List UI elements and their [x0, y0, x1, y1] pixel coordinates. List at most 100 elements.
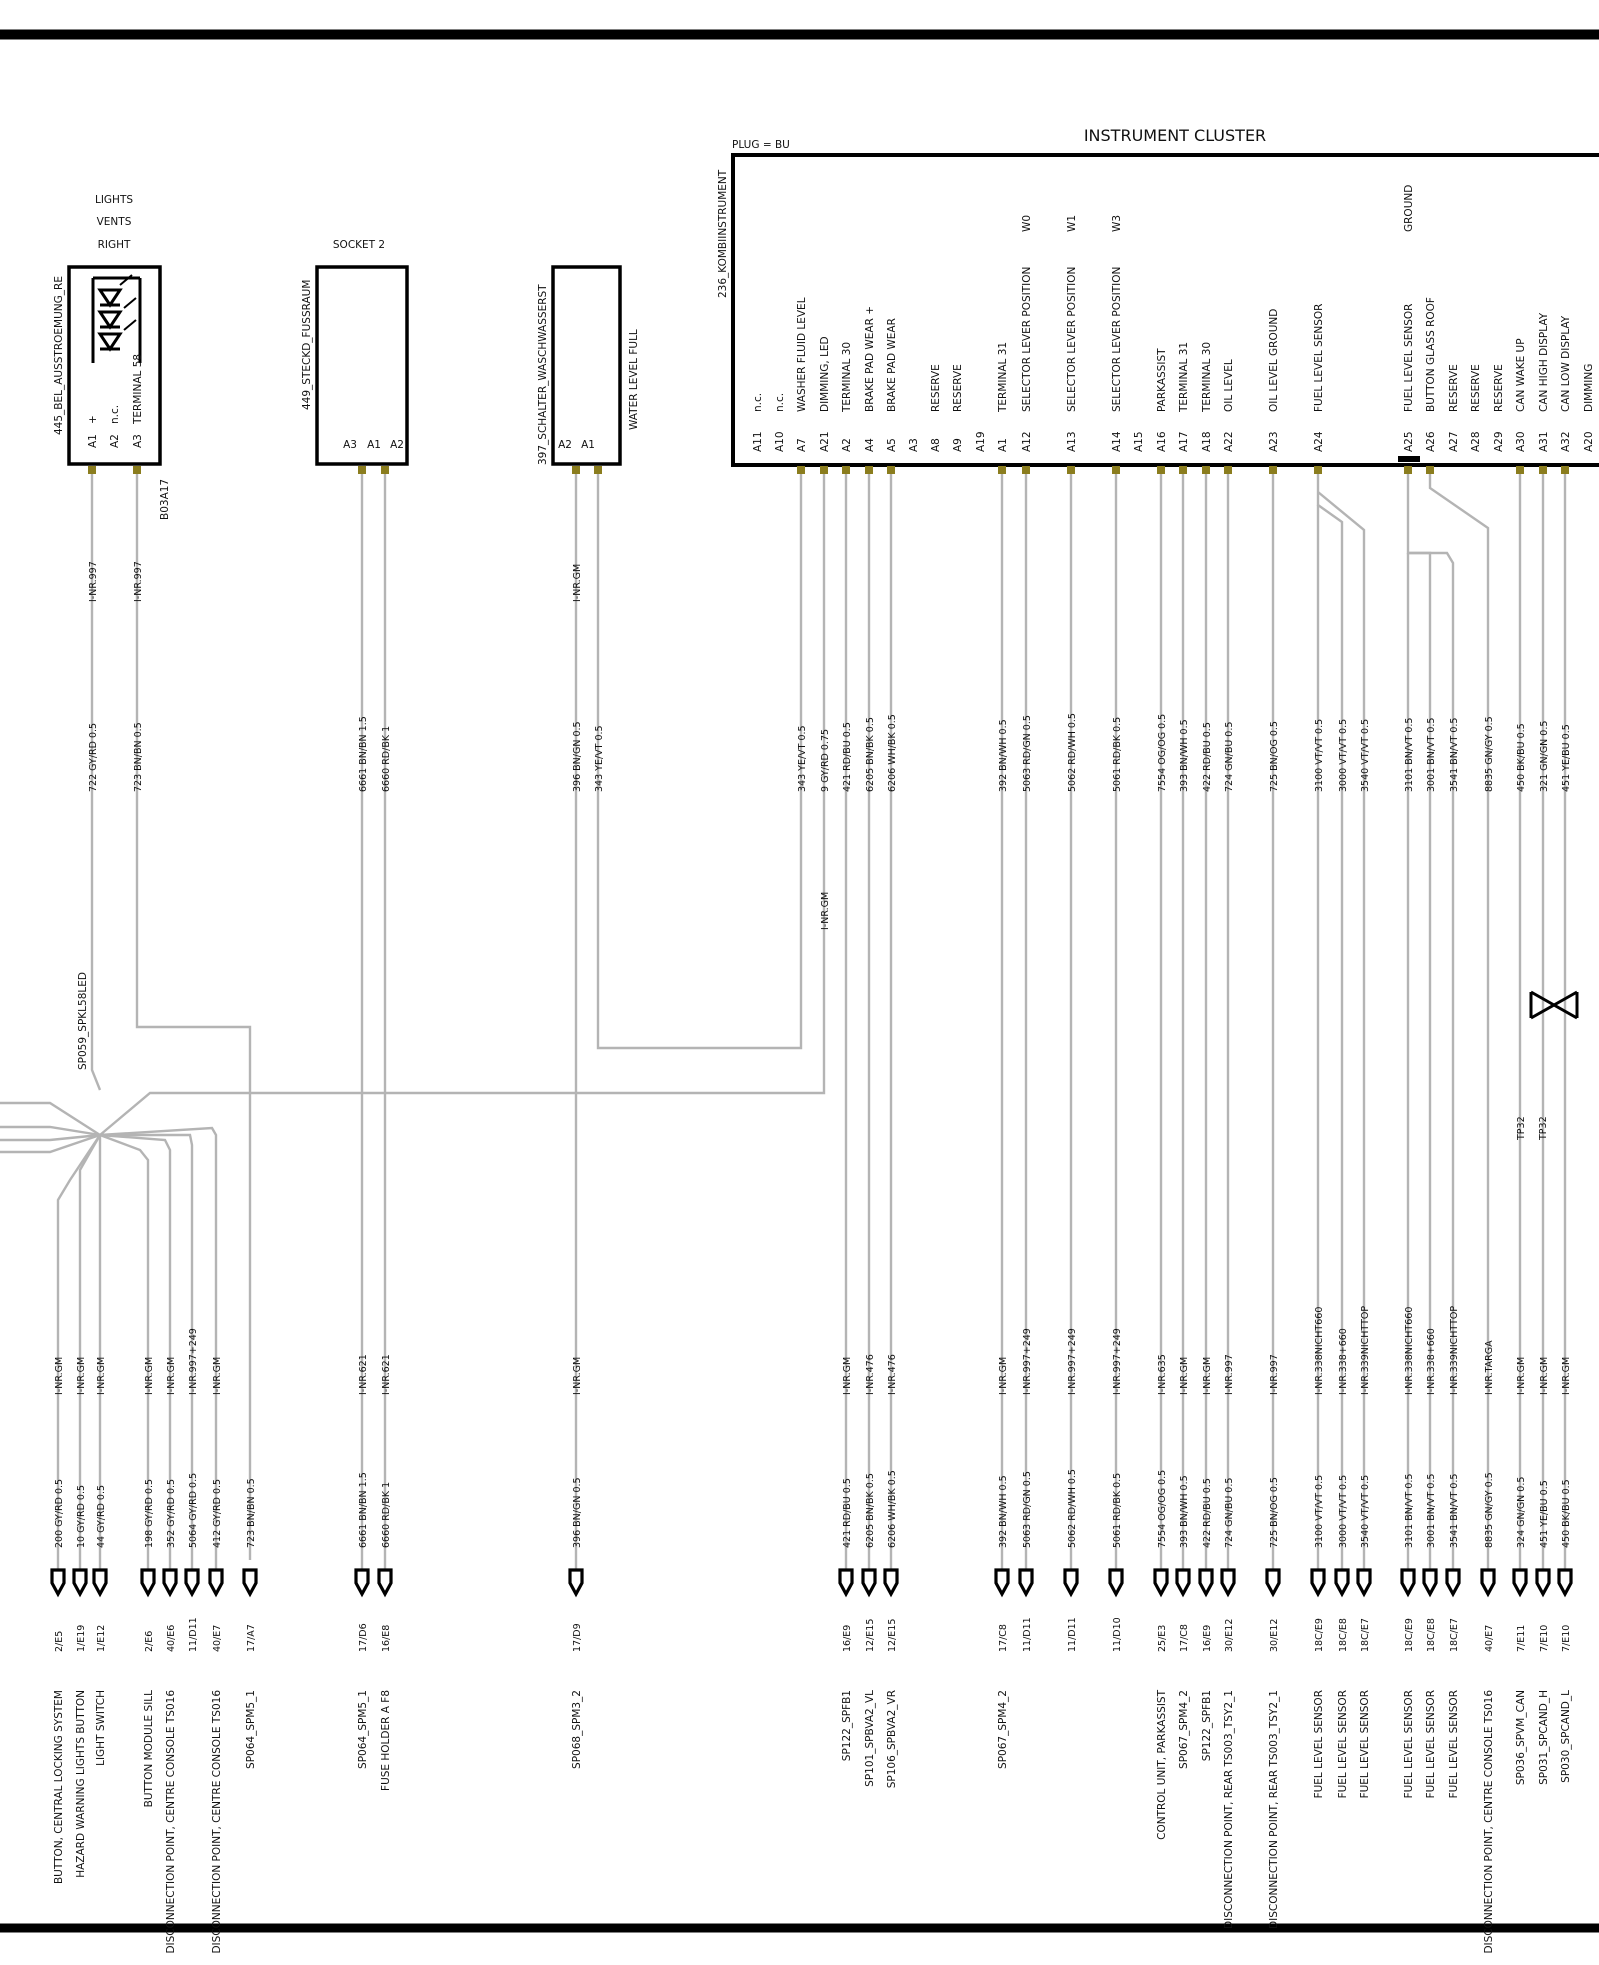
- destination-label: DISCONNECTION POINT, CENTRE CONSOLE TS01…: [165, 1690, 177, 1954]
- cluster-pin-id: A21: [819, 431, 831, 452]
- cluster-pin-function: PARKASSIST: [1156, 348, 1168, 412]
- cluster-pin-function: RESERVE: [952, 364, 964, 412]
- wire-label: 6206 WH/BK 0.5: [887, 1470, 898, 1548]
- destination-label: FUEL LEVEL SENSOR: [1403, 1690, 1415, 1798]
- cluster-box-marker: [1398, 456, 1420, 462]
- lights-pin-id: A1: [87, 434, 99, 448]
- destination-label: FUEL LEVEL SENSOR: [1359, 1690, 1371, 1798]
- cluster-pin-function: TERMINAL 30: [1201, 342, 1213, 413]
- loom-label: I-NR.339NICHTTOP: [1449, 1306, 1460, 1395]
- connector-ref: B03A17: [159, 479, 171, 520]
- destination-label: SP122_SPFB1: [841, 1690, 853, 1761]
- tp-label-2: TP32: [1538, 1116, 1549, 1141]
- wire-label: 396 BN/GN 0.5: [572, 721, 583, 792]
- wire-label: 421 RD/BU 0.5: [842, 1478, 853, 1548]
- loom-label: I-NR.GM: [572, 1357, 583, 1395]
- destination-label: SP031_SPCAND_H: [1538, 1690, 1550, 1785]
- wire: [135, 470, 252, 1560]
- wire-label: 450 BK/BU 0.5: [1561, 1479, 1572, 1548]
- wire-label: 5061 RD/BK 0.5: [1112, 717, 1123, 792]
- wire-label: 6661 BN/BN 1.5: [358, 1472, 369, 1548]
- destination-label: CONTROL UNIT, PARKASSIST: [1156, 1689, 1168, 1839]
- cluster-pin-id: A4: [864, 438, 876, 452]
- splice-label: SP059_SPKL58LED: [77, 972, 89, 1070]
- destination-label: SP064_SPM5_1: [357, 1690, 369, 1769]
- plug-icon: [92, 1568, 108, 1598]
- loom-label: I-NR.997+249: [1067, 1328, 1078, 1395]
- pin-terminal: [381, 466, 389, 474]
- wire-label: 412 GY/RD 0.5: [212, 1479, 223, 1548]
- pin-terminal: [842, 466, 850, 474]
- cluster-pin-function: DIMMING, LED: [819, 336, 831, 412]
- wire-label: 6660 RD/BK 1: [381, 726, 392, 792]
- cluster-pin-function: BRAKE PAD WEAR +: [864, 306, 876, 412]
- destination-label: FUEL LEVEL SENSOR: [1425, 1690, 1437, 1798]
- led-symbol-icon: [91, 274, 142, 363]
- pin-terminal: [998, 466, 1006, 474]
- cluster-pin-id: A18: [1201, 431, 1213, 452]
- destination-label: DISCONNECTION POINT, REAR TS003_TSY2_1: [1268, 1690, 1280, 1929]
- page-ref: 40/E6: [166, 1625, 177, 1652]
- pin-terminal: [1561, 466, 1569, 474]
- cluster-pin-id: A26: [1425, 431, 1437, 452]
- wire: [99, 1126, 218, 1570]
- pin-terminal: [1404, 466, 1412, 474]
- loom-label: I-NR.GM: [998, 1357, 1009, 1395]
- pin-terminal: [594, 466, 602, 474]
- socket-pin-id: A2: [390, 439, 404, 451]
- wire-label: 321 GN/GN 0.5: [1539, 721, 1550, 792]
- page-ref: 7/E11: [1516, 1625, 1527, 1652]
- plug-icon: [1512, 1568, 1528, 1598]
- lights-pin-function: +: [87, 415, 99, 424]
- cluster-pin-function: RESERVE: [1448, 364, 1460, 412]
- pin-terminal: [1202, 466, 1210, 474]
- cluster-pin-id: A8: [930, 438, 942, 452]
- destination-label: SP067_SPM4_2: [1178, 1690, 1190, 1769]
- loom-label: I-NR.997: [1269, 1354, 1280, 1395]
- cluster-pin-function: SELECTOR LEVER POSITION: [1066, 267, 1078, 412]
- wire-label: 324 GN/GN 0.5: [1516, 1477, 1527, 1548]
- page-ref: 17/D9: [572, 1623, 583, 1652]
- wire: [0, 1101, 101, 1137]
- wire-label: 5061 RD/BK 0.5: [1112, 1473, 1123, 1548]
- page-ref: 18C/E9: [1314, 1618, 1325, 1652]
- wire-label: 5062 RD/WH 0.5: [1067, 1469, 1078, 1548]
- wire: [78, 1134, 102, 1570]
- wire-label: 8835 GN/GY 0.5: [1484, 716, 1495, 792]
- destination-label: SP030_SPCAND_L: [1560, 1690, 1572, 1783]
- wire-label: 392 BN/WH 0.5: [998, 719, 1009, 792]
- cluster-pin-function: FUEL LEVEL SENSOR: [1403, 304, 1415, 412]
- cluster-pin-id: A25: [1403, 431, 1415, 452]
- destination-label: FUSE HOLDER A F8: [380, 1690, 392, 1791]
- plug-icon: [1334, 1568, 1350, 1598]
- loom-label: I-NR.635: [1157, 1354, 1168, 1395]
- lights-caption-line-1: LIGHTS: [95, 194, 133, 206]
- loom-label: I-NR.338NICHT660: [1404, 1307, 1415, 1395]
- loom-label: I-NR.997+249: [1022, 1328, 1033, 1395]
- cluster-pin-id: A20: [1583, 431, 1595, 452]
- page-ref: 25/E3: [1157, 1625, 1168, 1652]
- wire-label: 725 BN/OG 0.5: [1269, 721, 1280, 792]
- wire: [1428, 470, 1490, 1570]
- pin-terminal: [1224, 466, 1232, 474]
- pin-terminal: [1179, 466, 1187, 474]
- loom-label: I-NR.997: [1224, 1354, 1235, 1395]
- loom-label: I-NR.GM: [96, 1357, 107, 1395]
- socket-2-box: [315, 265, 409, 466]
- page-ref: 1/E12: [96, 1625, 107, 1652]
- wire-paths: [0, 470, 1567, 1570]
- cluster-pin-id: A13: [1066, 431, 1078, 452]
- cluster-pin-function: OIL LEVEL GROUND: [1268, 309, 1280, 412]
- plug-icon: [72, 1568, 88, 1598]
- plug-icon: [354, 1568, 370, 1598]
- wire-label: 451 YE/BU 0.5: [1539, 1480, 1550, 1548]
- cluster-pin-id: A2: [841, 438, 853, 452]
- wire-label: 451 YE/BU 0.5: [1561, 724, 1572, 792]
- destination-label: SP064_SPM5_1: [245, 1690, 257, 1769]
- lights-caption-line-3: RIGHT: [98, 239, 131, 251]
- cluster-pin-function: DIMMING: [1583, 364, 1595, 412]
- destination-label: DISCONNECTION POINT, REAR TS003_TSY2_1: [1223, 1690, 1235, 1929]
- loom-label: I-NR.338+660: [1426, 1328, 1437, 1395]
- pin-terminal: [88, 466, 96, 474]
- lights-pin-id: A2: [109, 434, 121, 448]
